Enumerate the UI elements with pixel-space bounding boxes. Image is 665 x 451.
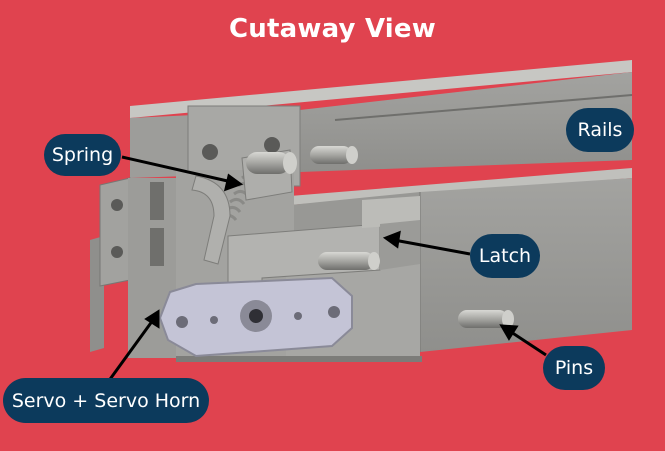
annotation-arrows (106, 155, 547, 383)
pins-arrow-head (499, 324, 519, 341)
spring-arrow-line (121, 155, 233, 184)
pins-arrow-line (507, 328, 547, 357)
pin-latch (318, 252, 380, 270)
latch-arrow-line (393, 238, 471, 256)
spring-arm (191, 175, 231, 265)
pin-lower (458, 310, 514, 328)
servo-arrow-head (144, 309, 160, 329)
label-latch: Latch (470, 234, 540, 278)
label-servo: Servo + Servo Horn (3, 378, 209, 423)
label-spring: Spring (44, 134, 121, 176)
servo-arrow-line (106, 319, 155, 383)
label-rails: Rails (566, 108, 634, 152)
latch-arrow-head (382, 230, 401, 249)
pin-spring (246, 152, 297, 174)
label-pins: Pins (543, 346, 605, 390)
spring-arrow-head (223, 173, 244, 192)
servo-horn (158, 276, 353, 358)
diagram-title: Cutaway View (229, 14, 436, 44)
pin-upper (310, 146, 358, 164)
